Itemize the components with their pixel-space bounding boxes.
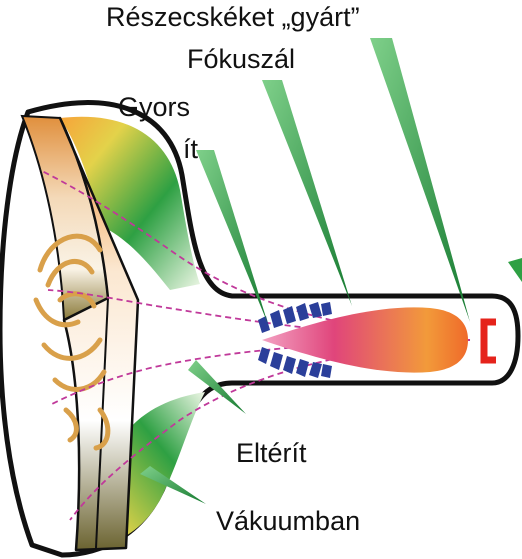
label-accelerate-line1: Gyors bbox=[118, 92, 190, 122]
label-focus: Fókuszál bbox=[187, 44, 295, 74]
label-deflect: Eltérít bbox=[236, 438, 307, 468]
label-vacuum: Vákuumban bbox=[216, 506, 360, 536]
pointer-focus bbox=[262, 80, 352, 306]
pointer-edge-fragment bbox=[508, 258, 522, 282]
pointer-particle-source bbox=[370, 38, 470, 322]
label-accelerate-line2: ít bbox=[183, 134, 198, 164]
label-particle-source: Részecskéket „gyárt” bbox=[106, 2, 360, 32]
